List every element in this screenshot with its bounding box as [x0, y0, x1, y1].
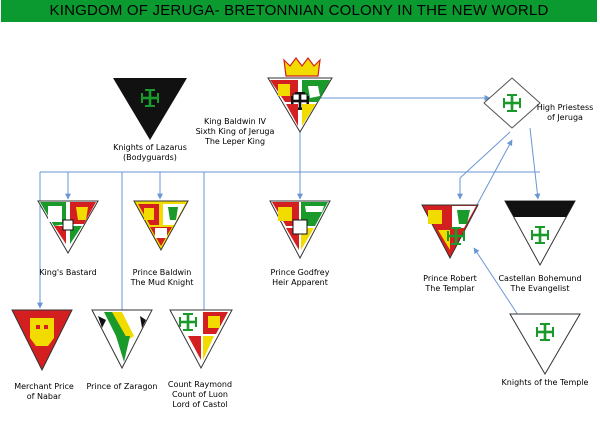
- shield-kings-bastard: [37, 200, 99, 255]
- page-title: KINGDOM OF JERUGA- BRETONNIAN COLONY IN …: [1, 0, 597, 22]
- shield-knights-of-lazarus: [113, 78, 187, 140]
- shield-prince-baldwin: [133, 200, 189, 252]
- shield-count-raymond: [169, 309, 233, 370]
- shield-knights-of-temple: [509, 313, 581, 375]
- label-merchant-nabar: Merchant Price of Nabar: [14, 382, 74, 401]
- lion-icon: [76, 207, 88, 220]
- connector-line: [529, 127, 541, 200]
- label-prince-godfrey: Prince Godfrey Heir Apparent: [270, 268, 330, 287]
- lion-icon: [308, 86, 320, 98]
- lion-icon: [457, 210, 470, 224]
- label-king-baldwin: King Baldwin IV Sixth King of Jeruga The…: [195, 117, 275, 146]
- connector-line: [473, 247, 521, 319]
- eagle-icon: [140, 316, 146, 328]
- lion-icon: [168, 207, 178, 220]
- shield-prince-zaragon: [91, 309, 153, 370]
- shield-castellan-bohemund: [504, 200, 576, 267]
- label-count-raymond: Count Raymond Count of Luon Lord of Cast…: [167, 380, 233, 409]
- label-prince-baldwin: Prince Baldwin The Mud Knight: [130, 268, 194, 287]
- shield-high-priestess: [483, 77, 541, 129]
- label-knights-of-lazarus: Knights of Lazarus (Bodyguards): [113, 143, 187, 162]
- eagle-icon: [98, 316, 106, 328]
- label-prince-robert: Prince Robert The Templar: [423, 274, 477, 293]
- shield-prince-robert: [421, 204, 479, 260]
- label-castellan-bohemund: Castellan Bohemund The Evangelist: [498, 274, 582, 293]
- shield-king-baldwin: [267, 57, 333, 133]
- label-high-priestess: High Priestess of Jeruga: [536, 103, 594, 122]
- shield-prince-godfrey: [269, 200, 331, 260]
- connector-line: [459, 131, 511, 179]
- mask-icon: [30, 318, 54, 346]
- label-knights-of-temple: Knights of the Temple: [501, 378, 589, 387]
- crown-icon: [283, 57, 321, 77]
- label-kings-bastard: King's Bastard: [39, 268, 97, 277]
- label-prince-zaragon: Prince of Zaragon: [86, 382, 158, 391]
- shield-merchant-nabar: [11, 309, 73, 372]
